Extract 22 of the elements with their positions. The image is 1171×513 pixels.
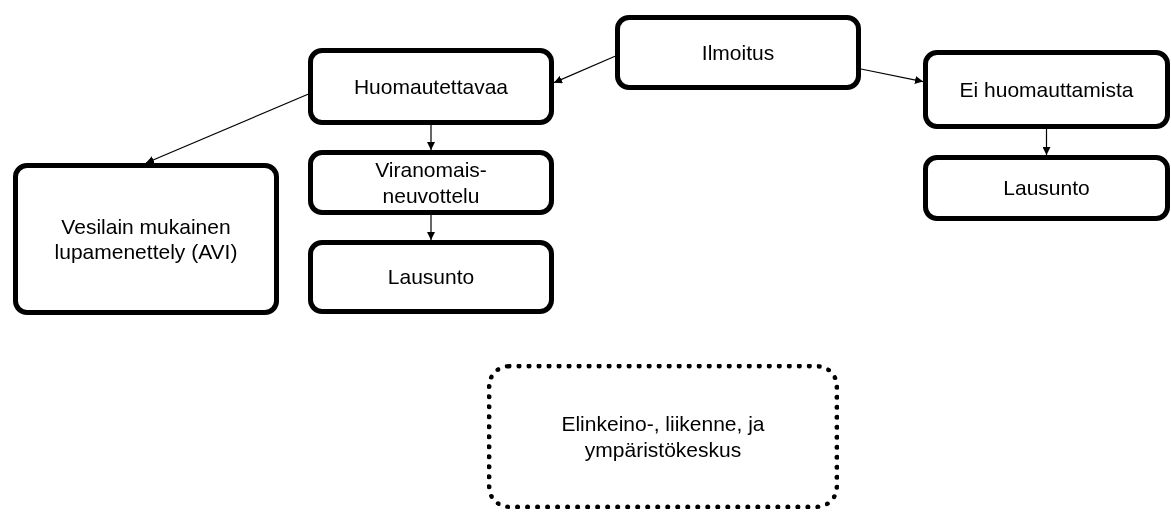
arrow — [1042, 128, 1051, 156]
process-box — [308, 48, 554, 125]
node-label: Vesilain mukainen lupamenettely (AVI) — [53, 213, 239, 265]
node-label: Ilmoitus — [701, 39, 775, 66]
node-label: Lausunto — [387, 264, 475, 290]
process-box — [923, 50, 1170, 129]
process-box — [308, 150, 554, 215]
arrow — [860, 68, 924, 84]
node-label: Elinkeino-, liikenne, ja ympäristökeskus — [560, 411, 766, 462]
node-label: Viranomais-neuvottelu — [374, 157, 488, 208]
node-label: Lausunto — [1003, 175, 1090, 201]
node-label: Ei huomauttamista — [959, 76, 1134, 103]
arrow — [145, 93, 309, 164]
arrow — [427, 214, 435, 241]
process-box — [308, 240, 554, 314]
process-box — [13, 163, 279, 315]
dotted-box — [487, 364, 839, 509]
process-box — [923, 155, 1170, 221]
arrow — [553, 55, 616, 84]
node-label: Huomautettavaa — [353, 73, 509, 100]
arrow — [427, 124, 435, 151]
process-box — [615, 15, 861, 90]
